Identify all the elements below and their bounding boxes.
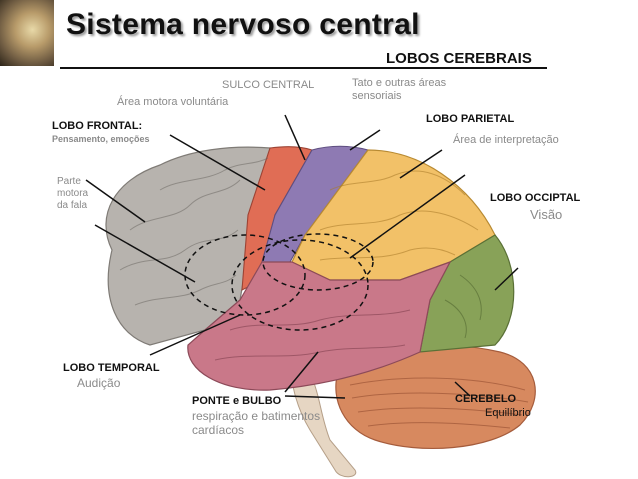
label-lobo-occipital: LOBO OCCIPTAL (490, 192, 580, 204)
leader-line-tato (350, 130, 380, 150)
label-ponte-bulbo-desc: respiração e batimentos cardíacos (192, 409, 332, 437)
label-lobo-parietal: LOBO PARIETAL (426, 113, 514, 125)
label-lobo-temporal: LOBO TEMPORAL (63, 362, 160, 374)
label-lobo-occipital-desc: Visão (530, 207, 562, 222)
label-cerebelo: CEREBELO (455, 393, 516, 405)
label-lobo-temporal-desc: Audição (77, 376, 120, 390)
label-lobo-parietal-desc: Área de interpretação (453, 134, 559, 146)
label-tato: Tato e outras áreas sensoriais (352, 77, 472, 103)
label-sulco-central: SULCO CENTRAL (222, 79, 314, 91)
label-lobo-frontal: LOBO FRONTAL: (52, 120, 142, 132)
label-cerebelo-desc: Equilíbrio (485, 407, 531, 419)
label-area-motora: Área motora voluntária (117, 96, 228, 108)
label-parte-motora: Parte motora da fala (57, 176, 97, 212)
label-lobo-frontal-desc: Pensamento, emoções (52, 134, 150, 144)
label-ponte-bulbo: PONTE e BULBO (192, 395, 281, 407)
